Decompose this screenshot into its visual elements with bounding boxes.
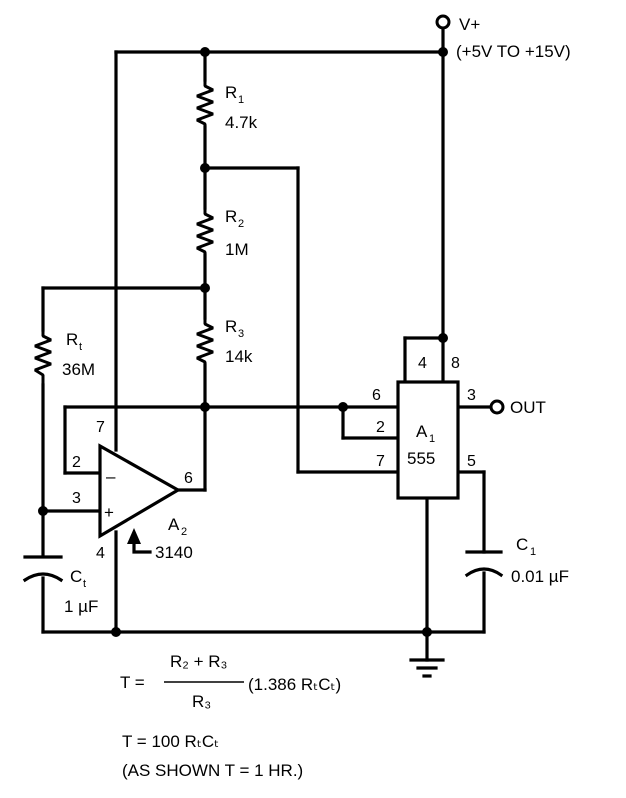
c1-capacitor — [464, 550, 504, 578]
vplus-label: V+ — [459, 15, 480, 34]
c1-sub: 1 — [530, 546, 536, 558]
r1-sub: 1 — [238, 94, 244, 106]
op-amp-a2 — [98, 443, 182, 539]
out-terminal — [489, 399, 505, 415]
a2-arrow-icon — [127, 528, 141, 544]
ct-capacitor — [22, 555, 64, 583]
r2-sub: 2 — [238, 218, 244, 230]
vplus-terminal — [435, 14, 451, 30]
eq-denominator: R₃ — [192, 692, 211, 711]
rt-name: R — [66, 330, 78, 349]
r2-resistor — [196, 208, 214, 255]
a2-name: A — [168, 515, 180, 534]
rt-value: 36M — [62, 360, 95, 379]
a2-pin-4: 4 — [96, 545, 105, 562]
a2-pin-2: 2 — [72, 454, 81, 471]
ct-value: 1 µF — [64, 597, 98, 616]
vplus-range: (+5V TO +15V) — [456, 42, 571, 61]
timer-555-a1 — [396, 380, 460, 500]
a2-part: 3140 — [155, 543, 193, 562]
r3-name: R — [225, 317, 237, 336]
r3-resistor — [196, 318, 214, 365]
r3-value: 14k — [225, 347, 253, 366]
r3-sub: 3 — [238, 328, 244, 340]
a1-name: A — [416, 422, 428, 441]
c1-name: C — [516, 535, 528, 554]
a2-minus-sign: – — [106, 467, 116, 486]
rt-sub: t — [79, 341, 82, 353]
a1-pin-4: 4 — [418, 355, 427, 372]
a2-pin-7: 7 — [96, 419, 105, 436]
a2-sub: 2 — [181, 526, 187, 538]
wires — [41, 25, 493, 662]
r2-name: R — [225, 207, 237, 226]
r1-name: R — [225, 83, 237, 102]
a2-pin-6: 6 — [184, 470, 193, 487]
a1-pin-6: 6 — [372, 387, 381, 404]
out-label: OUT — [510, 398, 546, 417]
ct-name: C — [70, 567, 82, 586]
a2-plus-sign: + — [104, 503, 114, 522]
a1-pin-3: 3 — [467, 387, 476, 404]
r2-value: 1M — [225, 240, 249, 259]
a1-pin-5: 5 — [467, 453, 476, 470]
eq-simplified: T = 100 RₜCₜ — [122, 732, 219, 751]
a1-part: 555 — [407, 449, 435, 468]
a1-pin-7: 7 — [376, 453, 385, 470]
c1-value: 0.01 µF — [511, 567, 569, 586]
a2-arrow-lead — [132, 538, 152, 554]
a1-sub: 1 — [429, 433, 435, 445]
ct-sub: t — [83, 578, 86, 590]
junctions — [38, 47, 448, 637]
eq-note: (AS SHOWN T = 1 HR.) — [122, 761, 303, 780]
a1-pin-8: 8 — [451, 355, 460, 372]
ground-icon — [409, 658, 445, 678]
a1-pin-2: 2 — [376, 419, 385, 436]
a2-pin-3: 3 — [72, 490, 81, 507]
eq-t-label: T = — [120, 673, 145, 692]
eq-numerator: R₂ + R₃ — [170, 652, 227, 671]
eq-factor: (1.386 RₜCₜ) — [248, 675, 341, 694]
rt-resistor — [34, 330, 52, 385]
r1-value: 4.7k — [225, 113, 258, 132]
r1-resistor — [196, 80, 214, 127]
